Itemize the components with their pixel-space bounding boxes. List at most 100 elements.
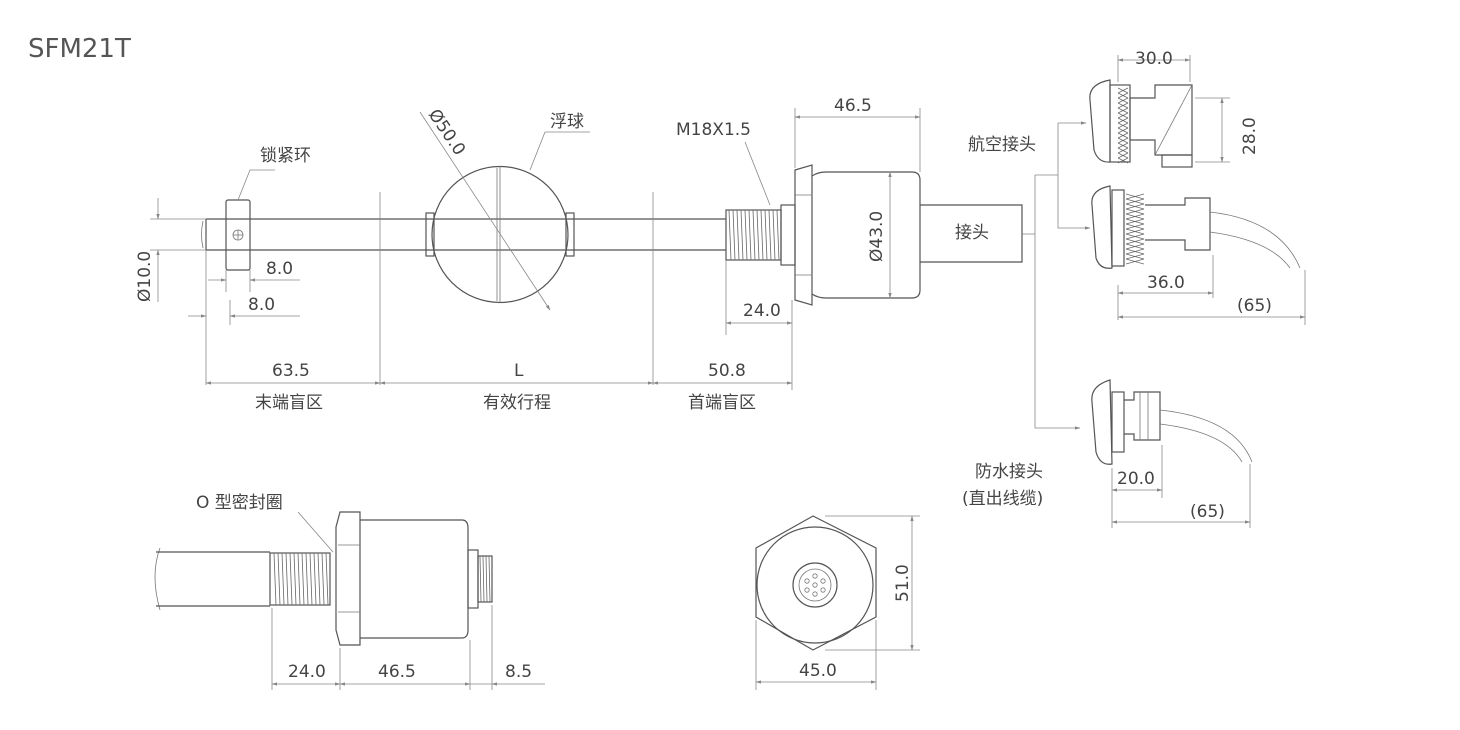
knurl-line <box>1125 208 1145 215</box>
thread-line <box>482 555 485 603</box>
knurl-line <box>1117 87 1129 94</box>
thread-line <box>313 552 317 606</box>
end-dead-zone-label: 末端盲区 <box>255 393 323 413</box>
knurl-line <box>1117 92 1129 99</box>
hex-height-dim: 51.0 <box>893 564 913 602</box>
thread-line <box>325 552 329 606</box>
knurl-line <box>1125 213 1145 220</box>
main-texts: 锁紧环 浮球 M18X1.5 接头 航空接头 防水接头 (直出线缆) 末端盲区 … <box>135 96 1043 509</box>
thread-line <box>297 552 301 606</box>
connector-pin <box>804 587 810 593</box>
connector-pin <box>812 573 818 579</box>
ring-width-dim-1: 8.0 <box>266 259 293 279</box>
thread-line <box>728 209 732 261</box>
hex-end-view: 51.0 45.0 <box>755 515 920 690</box>
thread-line <box>736 209 740 261</box>
straight-conn-length-dim: 36.0 <box>1147 273 1185 293</box>
thread-line <box>752 209 756 261</box>
connector-pin <box>820 587 826 593</box>
lock-ring <box>225 199 251 271</box>
straight-aviation-connector: 36.0 (65) <box>1091 185 1306 325</box>
knurl-line <box>1117 112 1129 119</box>
main-side-view <box>201 111 1091 430</box>
knurl-line <box>1117 102 1129 109</box>
knurl-line <box>1125 198 1145 205</box>
knurl-line <box>1125 203 1145 210</box>
rod-diameter-dim: Ø10.0 <box>135 251 155 302</box>
thread-line <box>756 209 760 261</box>
waterproof-cable-dim: (65) <box>1190 502 1225 522</box>
thread-line <box>317 552 321 606</box>
knurl-line <box>1125 228 1145 235</box>
thread-line <box>289 552 293 606</box>
thread-line <box>760 209 764 261</box>
connector-label: 接头 <box>955 223 989 243</box>
knurl-line <box>1117 132 1129 139</box>
knurl-line <box>1117 137 1129 144</box>
thread <box>725 141 796 266</box>
aviation-connector-label: 航空接头 <box>968 135 1036 155</box>
float-ball <box>419 111 590 311</box>
thread-length-dim: 24.0 <box>743 301 781 321</box>
knurl-line <box>1117 97 1129 104</box>
waterproof-connector: 20.0 (65) <box>1091 379 1253 528</box>
thread-spec-label: M18X1.5 <box>676 120 751 140</box>
effective-stroke-label: 有效行程 <box>483 393 551 413</box>
straight-cable-dim: (65) <box>1237 296 1272 316</box>
page-title: SFM21T <box>28 34 131 64</box>
waterproof-length-dim: 20.0 <box>1117 469 1155 489</box>
thread-line <box>748 209 752 261</box>
thread-line <box>293 552 297 606</box>
housing-diameter-dim: Ø43.0 <box>867 211 887 262</box>
thread-line <box>732 209 736 261</box>
branch-lines <box>1022 121 1091 430</box>
connector-box <box>920 204 1023 263</box>
knurl-line <box>1125 223 1145 230</box>
thread-line <box>768 209 772 261</box>
knurl-line <box>1117 122 1129 129</box>
thread-line <box>485 555 488 603</box>
thread-line <box>776 209 780 261</box>
main-dimensions <box>150 108 921 390</box>
angle-conn-width-dim: 30.0 <box>1135 49 1173 69</box>
thread-line <box>301 552 305 606</box>
side-conn-dim: 8.5 <box>505 662 532 682</box>
end-dead-zone-dim: 63.5 <box>272 361 310 381</box>
knurl-line <box>1117 147 1129 154</box>
angled-aviation-connector: 30.0 28.0 <box>1089 49 1260 168</box>
lock-ring-label: 锁紧环 <box>260 146 311 166</box>
thread-line <box>744 209 748 261</box>
knurl-line <box>1125 218 1145 225</box>
side-housing-dim: 46.5 <box>378 662 416 682</box>
waterproof-connector-label: 防水接头 <box>975 462 1043 482</box>
thread-line <box>488 555 491 603</box>
knurl-line <box>1117 142 1129 149</box>
knurl-line <box>1117 107 1129 114</box>
stroke-dim: L <box>514 361 524 381</box>
thread-line <box>740 209 744 261</box>
connector-pin <box>812 582 818 588</box>
o-ring-label: O 型密封圈 <box>196 493 283 513</box>
thread-line <box>281 552 285 606</box>
knurl-line <box>1125 258 1145 265</box>
hex-width-dim: 45.0 <box>799 661 837 681</box>
thread-line <box>764 209 768 261</box>
thread-line <box>277 552 281 606</box>
knurl-line <box>1125 238 1145 245</box>
ball-diameter-dim: Ø50.0 <box>424 106 469 160</box>
bottom-side-view: O 型密封圈 24.0 46.5 8.5 <box>154 493 545 690</box>
housing-length-dim: 46.5 <box>834 96 872 116</box>
thread-line <box>321 552 325 606</box>
knurl-line <box>1125 233 1145 240</box>
side-thread-dim: 24.0 <box>288 662 326 682</box>
rod <box>201 192 726 385</box>
ring-width-dim-2: 8.0 <box>248 295 275 315</box>
knurl-line <box>1125 253 1145 260</box>
connector-pin <box>812 591 818 597</box>
knurl-line <box>1125 243 1145 250</box>
knurl-line <box>1125 193 1145 200</box>
thread-line <box>285 552 289 606</box>
knurl-line <box>1117 127 1129 134</box>
thread-line <box>479 555 482 603</box>
